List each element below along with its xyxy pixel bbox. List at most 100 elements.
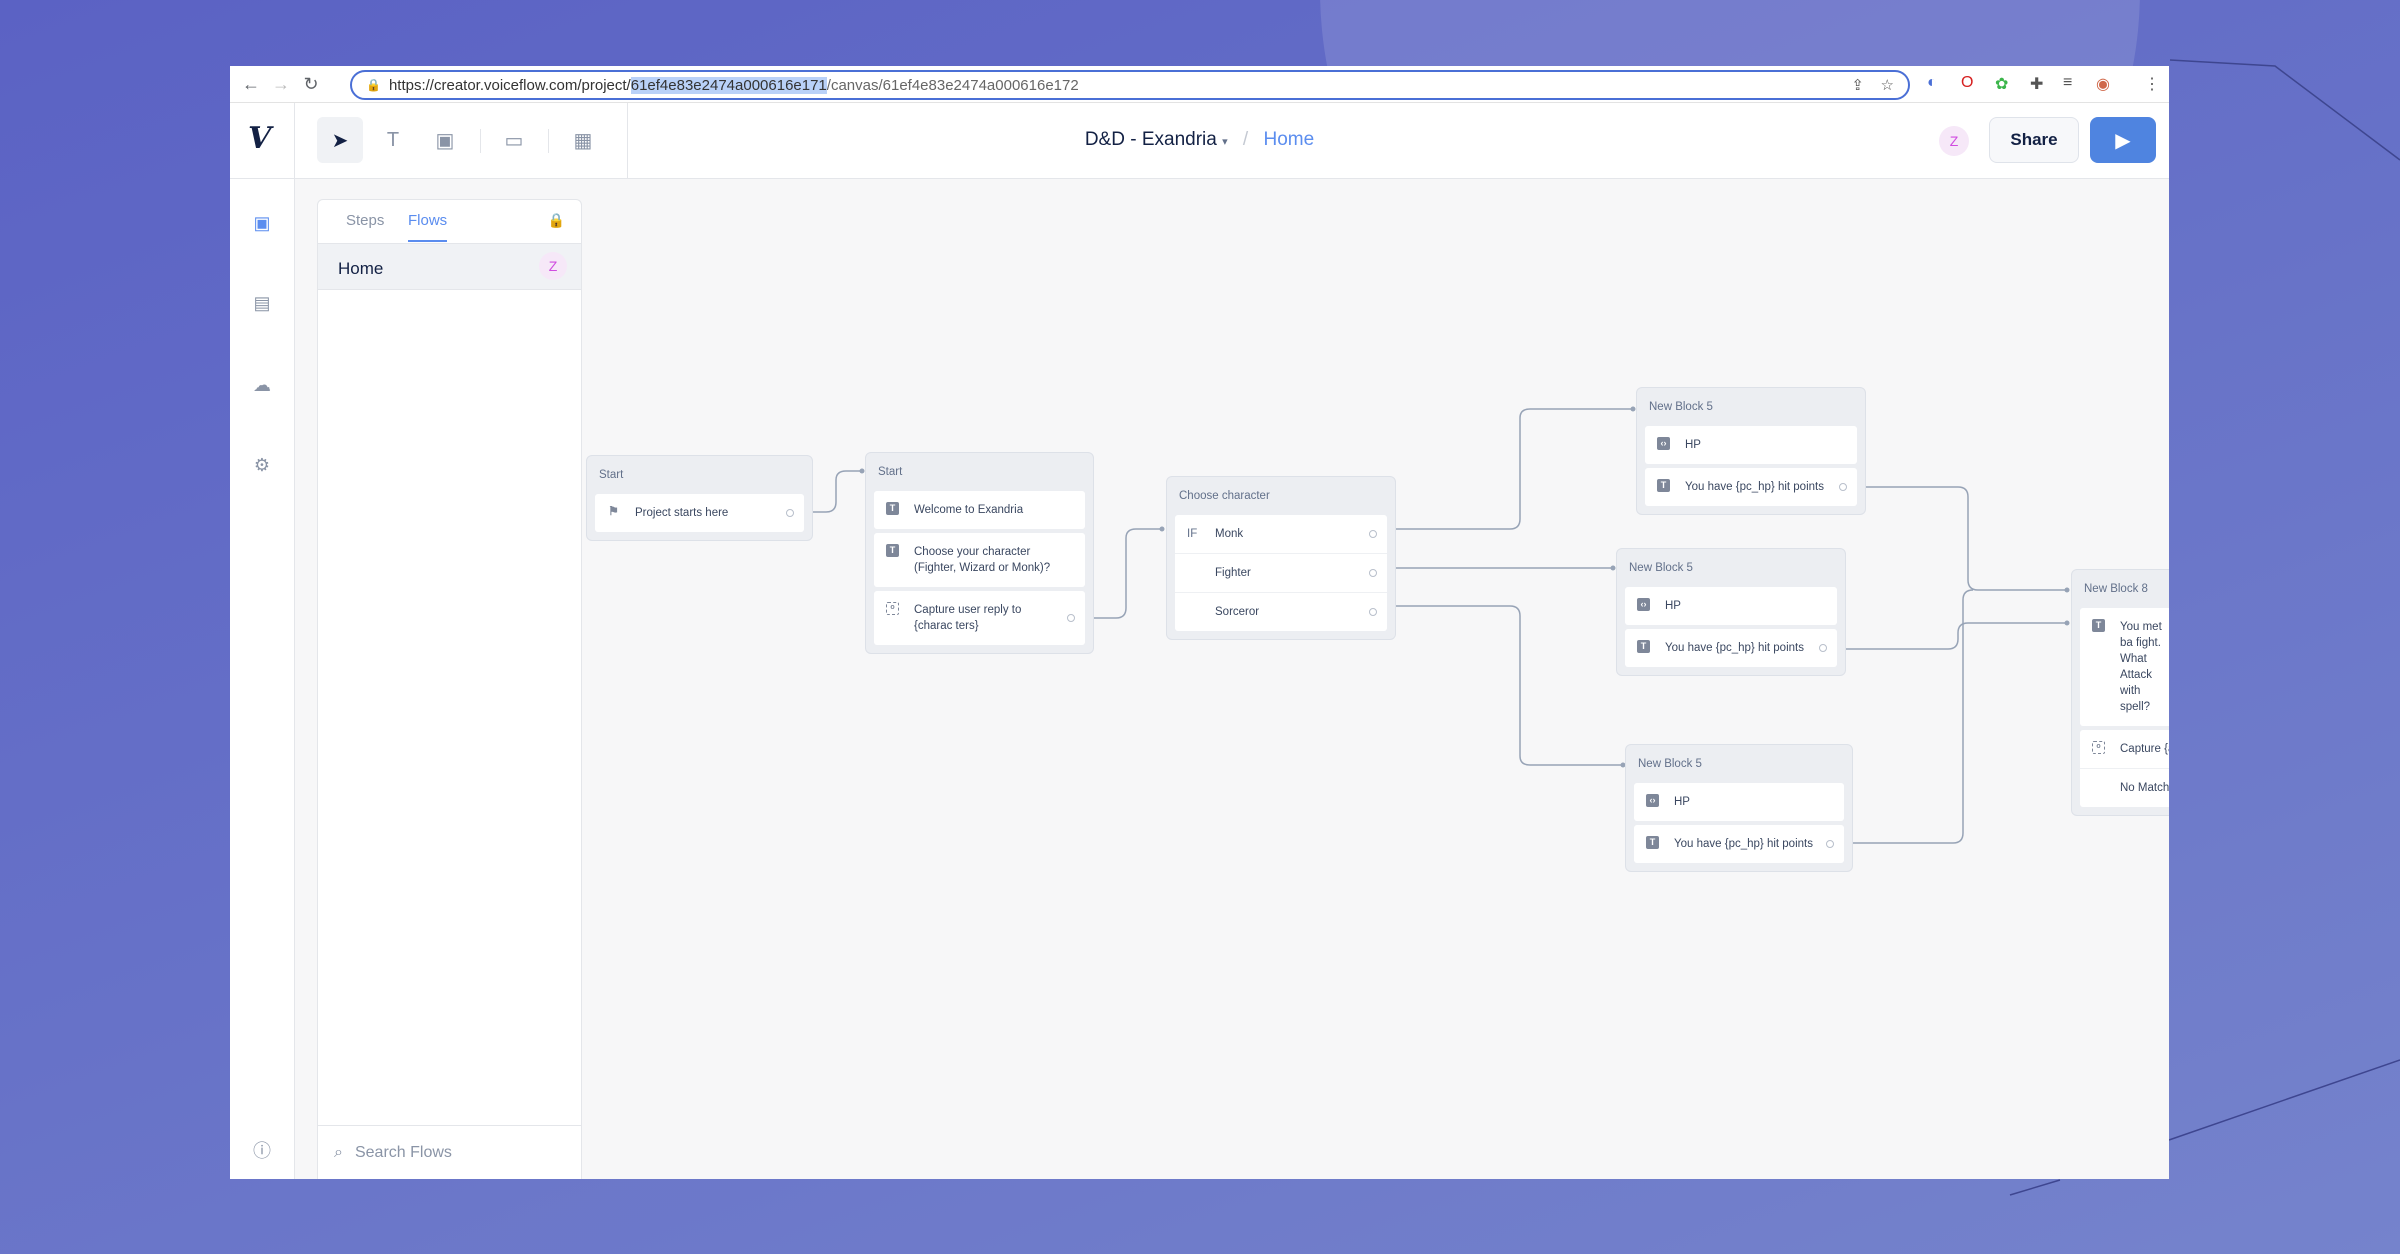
step-card[interactable]: ‹›HP xyxy=(1625,587,1837,625)
capture-step-icon: o xyxy=(886,602,899,615)
node-title: New Block 5 xyxy=(1638,758,1702,770)
browser-toolbar: ← → ↻ 🔒 https://creator.voiceflow.com/pr… xyxy=(230,66,2169,103)
step-card[interactable]: ⚑ Project starts here xyxy=(595,494,804,532)
output-port[interactable] xyxy=(1369,569,1377,577)
puzzle-extensions-icon[interactable]: ✚ xyxy=(2030,76,2044,93)
step-text: HP xyxy=(1685,439,1701,451)
opera-extension-icon[interactable]: O xyxy=(1961,74,1974,91)
settings-gear-icon[interactable]: ⚙ xyxy=(253,455,271,475)
output-port[interactable] xyxy=(1826,840,1834,848)
step-card[interactable]: T You have {pc_hp} hit points xyxy=(1625,629,1837,667)
play-icon: ▶ xyxy=(2115,129,2131,152)
step-card[interactable]: ‹›HP xyxy=(1634,783,1844,821)
back-icon[interactable]: ← xyxy=(242,73,260,94)
output-port[interactable] xyxy=(1839,483,1847,491)
info-icon[interactable]: ⓘ xyxy=(253,1141,271,1161)
condition-row[interactable]: Fighter xyxy=(1175,554,1387,593)
flow-name: Home xyxy=(338,259,384,278)
capture-step-icon: o xyxy=(2092,741,2105,754)
tab-flows[interactable]: Flows xyxy=(408,212,448,242)
node-title: New Block 8 xyxy=(2084,583,2148,595)
output-port[interactable] xyxy=(1067,614,1075,622)
flow-item-home[interactable]: Home Z xyxy=(318,244,581,290)
conversations-icon[interactable]: ▤ xyxy=(253,293,271,313)
if-label: IF xyxy=(1187,528,1198,540)
condition-row[interactable]: Sorceror xyxy=(1175,593,1387,631)
address-bar[interactable]: 🔒 https://creator.voiceflow.com/project/… xyxy=(350,70,1910,100)
share-button[interactable]: Share xyxy=(1989,117,2079,163)
user-avatar[interactable]: Z xyxy=(1939,126,1969,156)
left-rail: ▣ ▤ ☁ ⚙ ⓘ xyxy=(230,179,295,1179)
step-text: Capture {a xyxy=(2120,743,2169,755)
forward-icon[interactable]: → xyxy=(272,73,290,94)
bookmark-star-icon[interactable]: ☆ xyxy=(1880,77,1894,94)
run-button[interactable]: ▶ xyxy=(2090,117,2156,163)
tab-steps[interactable]: Steps xyxy=(346,212,385,229)
output-port[interactable] xyxy=(1369,530,1377,538)
output-port[interactable] xyxy=(1369,608,1377,616)
step-text: No Match xyxy=(2120,782,2169,794)
node-title: Choose character xyxy=(1179,490,1270,502)
node-start[interactable]: Start ⚑ Project starts here xyxy=(586,455,813,541)
capture-card[interactable]: o Capture {a No Match xyxy=(2080,730,2169,807)
text-step-icon: T xyxy=(2092,619,2105,632)
breadcrumb-home[interactable]: Home xyxy=(1263,129,1315,150)
node-title: Start xyxy=(599,469,624,481)
step-text: Choose your character (Fighter, Wizard o… xyxy=(914,546,1051,574)
components-tool-button[interactable]: ▦ xyxy=(573,129,593,152)
voiceflow-logo[interactable]: V xyxy=(248,121,272,156)
step-text: You have {pc_hp} hit points xyxy=(1665,642,1804,654)
flag-icon: ⚑ xyxy=(608,504,619,518)
flow-avatar: Z xyxy=(539,252,567,280)
project-name[interactable]: D&D - Exandria xyxy=(1084,129,1217,150)
profile-avatar-icon[interactable]: ◉ xyxy=(2096,76,2110,93)
share-page-icon[interactable]: ⇪ xyxy=(1851,77,1864,94)
reload-icon[interactable]: ↻ xyxy=(303,73,319,94)
select-tool-button[interactable]: ➤ xyxy=(317,117,363,163)
url-suffix: /canvas/61ef4e83e2474a000616e172 xyxy=(826,76,1079,94)
panel-tabs: Steps Flows 🔒 xyxy=(318,200,581,244)
output-port[interactable] xyxy=(786,509,794,517)
text-tool-button[interactable]: T xyxy=(386,128,400,151)
code-icon: ‹› xyxy=(1657,437,1670,450)
lock-icon: 🔒 xyxy=(366,78,381,92)
search-flows-input[interactable]: ⌕ Search Flows xyxy=(318,1125,581,1179)
node-title: Start xyxy=(878,466,903,478)
browser-menu-icon[interactable]: ⋮ xyxy=(2144,76,2160,93)
text-step-icon: T xyxy=(1637,640,1650,653)
step-text: HP xyxy=(1665,600,1681,612)
canvas-icon[interactable]: ▣ xyxy=(253,213,271,233)
extension-icon[interactable]: ◐ xyxy=(1927,74,1937,91)
chevron-down-icon[interactable]: ▾ xyxy=(1222,136,1228,148)
image-tool-button[interactable]: ▣ xyxy=(435,129,455,152)
step-text: You have {pc_hp} hit points xyxy=(1685,481,1824,493)
step-text: Project starts here xyxy=(635,507,729,519)
media-control-icon[interactable]: ≡ xyxy=(2063,74,2073,91)
capture-row[interactable]: o Capture {a xyxy=(2080,730,2169,769)
step-card[interactable]: ‹› HP xyxy=(1645,426,1857,464)
output-port[interactable] xyxy=(1819,644,1827,652)
no-match-row[interactable]: No Match xyxy=(2080,769,2169,807)
color-extension-icon[interactable]: ✿ xyxy=(1995,76,2009,93)
url-prefix: https://creator.voiceflow.com/project/ xyxy=(388,76,631,94)
comment-tool-button[interactable]: ▭ xyxy=(504,129,524,152)
search-icon: ⌕ xyxy=(334,1143,343,1161)
lock-icon[interactable]: 🔒 xyxy=(547,212,565,228)
code-icon: ‹› xyxy=(1646,794,1659,807)
publish-cloud-icon[interactable]: ☁ xyxy=(253,375,271,395)
